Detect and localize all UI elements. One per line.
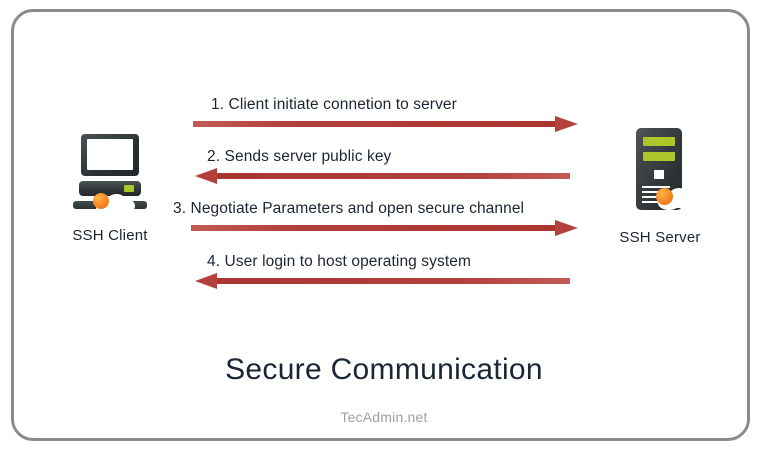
diagram-title: Secure Communication (225, 353, 543, 386)
arrow-left-2 (195, 168, 570, 184)
node-ssh-client: SSH Client (50, 134, 170, 244)
desktop-computer-cloud-icon (73, 134, 147, 216)
node-label-ssh-client: SSH Client (72, 227, 148, 244)
arrow-right-3 (191, 220, 578, 236)
message-3-label: 3. Negotiate Parameters and open secure … (173, 200, 525, 217)
message-3: 3. Negotiate Parameters and open secure … (173, 200, 578, 236)
monitor-icon (81, 134, 139, 176)
sun-icon (656, 188, 673, 205)
message-1: 1. Client initiate connetion to server (193, 96, 578, 132)
cloud-puff-right (681, 194, 699, 209)
server-drive-slot (654, 170, 664, 179)
server-vent-line (642, 196, 662, 198)
message-2-label: 2. Sends server public key (207, 148, 392, 165)
server-tower-cloud-icon (623, 128, 699, 220)
message-4: 4. User login to host operating system (195, 253, 570, 289)
server-vent-line (642, 201, 662, 203)
diagram-footer-credit: TecAdmin.net (340, 409, 428, 425)
server-bar-second (643, 152, 675, 161)
monitor-screen (87, 139, 133, 170)
cloud-badge-icon (654, 186, 702, 211)
server-bar-top (643, 137, 675, 146)
message-1-label: 1. Client initiate connetion to server (211, 96, 457, 113)
cloud-puff-right (118, 199, 135, 213)
node-label-ssh-server: SSH Server (619, 229, 701, 246)
message-2: 2. Sends server public key (195, 148, 570, 184)
message-4-label: 4. User login to host operating system (207, 253, 471, 270)
sun-icon (93, 193, 109, 209)
computer-base (79, 181, 141, 196)
arrow-right-1 (193, 116, 578, 132)
led-indicator-icon (124, 185, 134, 192)
arrow-left-4 (195, 273, 570, 289)
node-ssh-server: SSH Server (600, 128, 720, 246)
server-vent-line (642, 186, 670, 188)
cloud-badge-icon (90, 192, 138, 214)
